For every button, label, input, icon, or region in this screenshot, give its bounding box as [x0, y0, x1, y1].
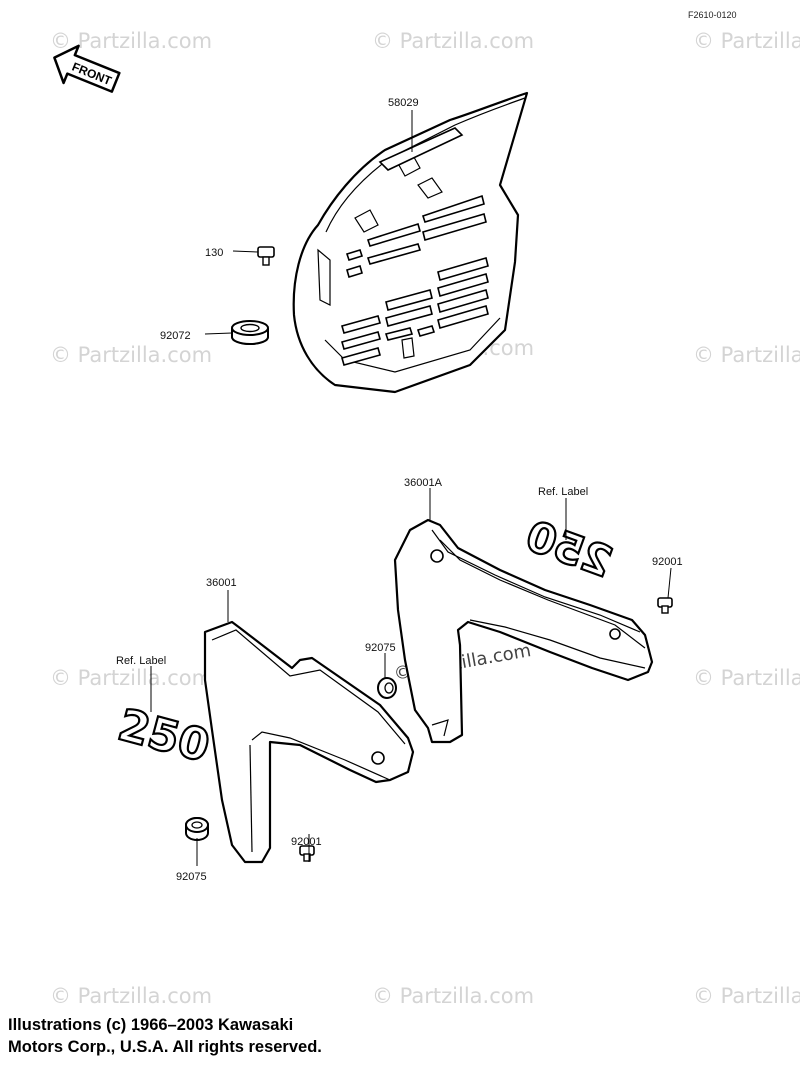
- watermark: © Partzilla.com: [372, 29, 534, 53]
- callout-36001: 36001: [206, 577, 237, 589]
- grommet-92072: [231, 320, 269, 345]
- frame-cover-36001A: [393, 518, 654, 744]
- watermark: © Partzilla.com: [693, 984, 800, 1008]
- watermark: © Partzilla.com: [372, 984, 534, 1008]
- callout-92001-bottom: 92001: [291, 836, 322, 848]
- copyright-line-2: Motors Corp., U.S.A. All rights reserved…: [8, 1038, 322, 1056]
- watermark: © Partzilla.com: [50, 666, 212, 690]
- emblem-left: 250: [112, 698, 216, 773]
- copyright-notice: Illustrations (c) 1966–2003 Kawasaki Mot…: [8, 1014, 322, 1058]
- bolt-130: [257, 246, 275, 266]
- watermark: © Partzilla.com: [693, 666, 800, 690]
- copyright-line-1: Illustrations (c) 1966–2003 Kawasaki: [8, 1016, 294, 1034]
- bolt-92001-right: [657, 597, 673, 614]
- grommet-92075-bottom: [185, 817, 209, 841]
- emblem-right: 250: [518, 510, 619, 588]
- callout-36001A: 36001A: [404, 477, 443, 489]
- watermark: © Partzilla.com: [50, 984, 212, 1008]
- watermark: © Partzilla.com: [693, 29, 800, 53]
- callout-58029: 58029: [388, 97, 419, 109]
- emblem-left-text: 250: [113, 700, 215, 773]
- side-cover-58029: [292, 91, 529, 394]
- callout-labels: 58029 130 92072 36001A Ref. Label 92001 …: [116, 97, 683, 883]
- watermark: © Partzilla.com: [693, 343, 800, 367]
- grommet-92075-mid: [377, 677, 397, 699]
- callout-92075-mid: 92075: [365, 642, 396, 654]
- callout-ref-label-left: Ref. Label: [116, 655, 166, 667]
- callout-92072: 92072: [160, 330, 191, 342]
- callout-92075-bottom: 92075: [176, 871, 207, 883]
- callout-130: 130: [205, 247, 223, 259]
- frame-cover-36001: [203, 620, 415, 864]
- figure-code: F2610-0120: [688, 10, 737, 20]
- bolt-92001-bottom: [299, 845, 315, 862]
- watermark: © Partzilla.com: [50, 343, 212, 367]
- callout-92001-right: 92001: [652, 556, 683, 568]
- emblem-right-text: 250: [520, 511, 619, 587]
- callout-ref-label-right: Ref. Label: [538, 486, 588, 498]
- leader-lines: [150, 110, 672, 866]
